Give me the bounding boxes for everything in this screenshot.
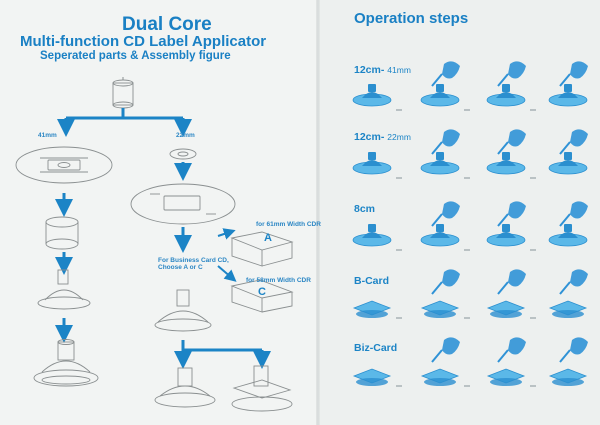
step-dome bbox=[558, 160, 578, 166]
hand-icon bbox=[508, 269, 526, 287]
hand-icon bbox=[442, 61, 460, 79]
step-dome bbox=[558, 232, 578, 238]
step-hub bbox=[368, 224, 376, 232]
hand-finger bbox=[431, 73, 443, 87]
bracket-arrow bbox=[174, 340, 271, 369]
hand-icon bbox=[570, 61, 588, 79]
hand-finger bbox=[559, 141, 571, 155]
step-dome bbox=[496, 232, 516, 238]
product-title: Dual Core bbox=[122, 14, 212, 35]
page-fold bbox=[316, 0, 320, 425]
step-hub bbox=[564, 152, 572, 160]
hand-icon bbox=[570, 269, 588, 287]
business-card-line1: For Business Card CD, bbox=[158, 257, 229, 264]
assembly-diagram bbox=[15, 77, 294, 412]
cdr58-label: for 58mm Width CDR bbox=[246, 277, 311, 284]
step-base bbox=[424, 378, 456, 386]
step-dome bbox=[496, 92, 516, 98]
part-a-label: A bbox=[264, 232, 272, 244]
step-label-12cm-22: 12cm- 22mm bbox=[354, 131, 411, 143]
step-hub bbox=[502, 152, 510, 160]
hand-icon bbox=[442, 201, 460, 219]
frame-a bbox=[230, 231, 294, 267]
step-dome bbox=[430, 232, 450, 238]
hand-finger bbox=[559, 213, 571, 227]
label-22mm: 22mm bbox=[176, 132, 195, 139]
hand-icon bbox=[442, 337, 460, 355]
hand-finger bbox=[431, 141, 443, 155]
cdr61-label: for 61mm Width CDR bbox=[256, 221, 321, 228]
step-hub bbox=[502, 84, 510, 92]
washer-22mm bbox=[169, 148, 197, 160]
step-hub bbox=[436, 224, 444, 232]
step-base bbox=[356, 310, 388, 318]
operation-panel bbox=[318, 0, 600, 425]
hand-finger bbox=[431, 213, 443, 227]
step-base bbox=[490, 378, 522, 386]
part-c-label: C bbox=[258, 286, 266, 298]
hand-finger bbox=[559, 349, 571, 363]
step-dome bbox=[362, 232, 382, 238]
suction-base-right bbox=[154, 289, 212, 332]
split-arrow bbox=[57, 108, 192, 137]
hand-finger bbox=[559, 281, 571, 295]
step-dome bbox=[362, 92, 382, 98]
step-hub bbox=[564, 224, 572, 232]
hand-finger bbox=[497, 349, 509, 363]
assembled-right-c bbox=[231, 365, 293, 412]
business-card-line2: Choose A or C bbox=[158, 264, 203, 271]
top-hub-part bbox=[112, 77, 134, 109]
hand-icon bbox=[442, 269, 460, 287]
hand-icon bbox=[442, 129, 460, 147]
hand-finger bbox=[497, 73, 509, 87]
step-hub bbox=[368, 152, 376, 160]
step-hub bbox=[368, 84, 376, 92]
step-label-8cm: 8cm bbox=[354, 203, 376, 215]
step-base bbox=[356, 378, 388, 386]
step-hub bbox=[502, 224, 510, 232]
step-dome bbox=[496, 160, 516, 166]
hand-finger bbox=[559, 73, 571, 87]
step-dome bbox=[558, 92, 578, 98]
step-base bbox=[490, 310, 522, 318]
hand-finger bbox=[497, 213, 509, 227]
step-dome bbox=[430, 92, 450, 98]
step-dome bbox=[430, 160, 450, 166]
frame-c bbox=[230, 279, 294, 313]
step-dome bbox=[362, 160, 382, 166]
step-label-bizcard: Biz-Card bbox=[354, 342, 398, 354]
disc-22mm bbox=[130, 183, 236, 225]
operation-title: Operation steps bbox=[354, 10, 469, 27]
hand-finger bbox=[431, 281, 443, 295]
product-subtitle: Multi-function CD Label Applicator bbox=[20, 33, 267, 50]
step-hub bbox=[436, 84, 444, 92]
hand-icon bbox=[508, 129, 526, 147]
step-base bbox=[552, 310, 584, 318]
assembly-caption: Seperated parts & Assembly figure bbox=[40, 50, 231, 62]
hand-finger bbox=[497, 141, 509, 155]
step-label-bcard: B-Card bbox=[354, 275, 390, 287]
step-label-12cm-41: 12cm- 41mm bbox=[354, 64, 411, 76]
hand-finger bbox=[497, 281, 509, 295]
step-hub bbox=[436, 152, 444, 160]
hand-icon bbox=[508, 61, 526, 79]
step-base bbox=[424, 310, 456, 318]
hand-icon bbox=[508, 201, 526, 219]
step-base bbox=[552, 378, 584, 386]
hand-icon bbox=[570, 129, 588, 147]
assembled-left bbox=[33, 339, 99, 387]
assembled-right-a bbox=[154, 367, 216, 408]
hand-icon bbox=[570, 201, 588, 219]
hand-finger bbox=[431, 349, 443, 363]
label-41mm: 41mm bbox=[38, 132, 57, 139]
hand-icon bbox=[508, 337, 526, 355]
suction-base-left bbox=[37, 269, 91, 310]
step-hub bbox=[564, 84, 572, 92]
disc-41mm bbox=[15, 146, 113, 184]
hand-icon bbox=[570, 337, 588, 355]
cylinder-part bbox=[45, 216, 79, 250]
